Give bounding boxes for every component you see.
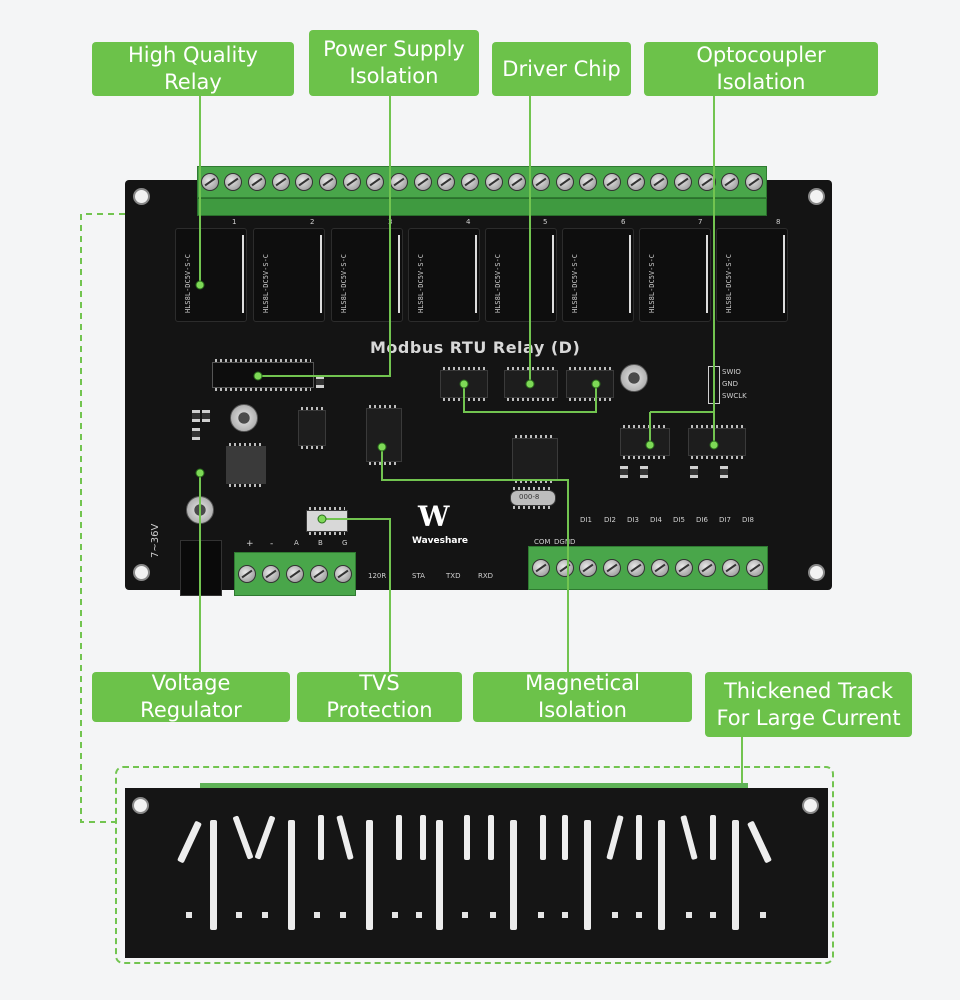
power-terminal-label: G — [342, 539, 348, 547]
mount-hole — [802, 797, 819, 814]
input-label: DI7 — [719, 516, 731, 524]
mcu-chip — [512, 435, 558, 483]
relay: HLS8L-DC5V-S-C — [485, 228, 557, 322]
relay-number: 1 — [232, 218, 237, 226]
resistor — [720, 466, 728, 478]
resistor — [192, 410, 200, 422]
resistor — [316, 376, 324, 388]
resistor — [690, 466, 698, 478]
waveshare-logo: W — [418, 500, 450, 533]
mount-hole — [808, 564, 825, 581]
input-label: DI3 — [627, 516, 639, 524]
relay: HLS8L-DC5V-S-C — [253, 228, 325, 322]
resistor — [202, 410, 210, 422]
board-title: Modbus RTU Relay (D) — [370, 338, 581, 357]
callout-optocoupler-isolation: Optocoupler Isolation — [644, 42, 878, 96]
input-label: DI5 — [673, 516, 685, 524]
magnetic-isolation-chip — [366, 405, 402, 465]
callout-thickened-track: Thickened Track For Large Current — [705, 672, 912, 737]
bottom-terminal-edge — [200, 783, 748, 789]
input-label: DI1 — [580, 516, 592, 524]
callout-driver-chip: Driver Chip — [492, 42, 631, 96]
bottom-view-frame — [115, 766, 834, 964]
terminal-base — [197, 198, 767, 216]
callout-power-supply-isolation: Power Supply Isolation — [309, 30, 479, 96]
mount-hole — [133, 188, 150, 205]
callout-high-quality-relay: High Quality Relay — [92, 42, 294, 96]
transistor — [298, 407, 326, 449]
led-label: STA — [412, 572, 425, 580]
input-label: DI4 — [650, 516, 662, 524]
driver-chip — [566, 367, 614, 401]
mount-hole — [132, 797, 149, 814]
power-terminal-label: A — [294, 539, 299, 547]
swd-label: SWIO — [722, 368, 741, 376]
power-terminal-label: - — [270, 539, 274, 549]
mount-hole — [133, 564, 150, 581]
optocoupler-chip — [620, 425, 670, 459]
relay: HLS8L-DC5V-S-C — [716, 228, 788, 322]
crystal-label: 000-8 — [519, 493, 540, 501]
relay: HLS8L-DC5V-S-C — [639, 228, 711, 322]
resistor — [192, 428, 200, 440]
input-label: DGND — [554, 538, 576, 546]
relay-number: 8 — [776, 218, 781, 226]
tvs-chip — [306, 507, 348, 535]
resistor-label: 120R — [368, 572, 387, 580]
input-label: DI8 — [742, 516, 754, 524]
power-terminal-label: B — [318, 539, 323, 547]
regulator-inductor — [226, 443, 266, 487]
swd-label: GND — [722, 380, 739, 388]
input-label: DI6 — [696, 516, 708, 524]
relay-number: 6 — [621, 218, 626, 226]
relay-number: 5 — [543, 218, 548, 226]
callout-tvs-protection: TVS Protection — [297, 671, 462, 722]
relay-number: 4 — [466, 218, 471, 226]
input-label: COM — [534, 538, 551, 546]
led-label: RXD — [478, 572, 494, 580]
brand-label: Waveshare — [412, 536, 469, 546]
callout-voltage-regulator: Voltage Regulator — [92, 671, 290, 722]
resistor — [620, 466, 628, 478]
capacitor — [230, 404, 258, 432]
relay-output-terminals — [197, 166, 767, 198]
relay-number: 2 — [310, 218, 315, 226]
relay-number: 7 — [698, 218, 703, 226]
relay: HLS8L-DC5V-S-C — [175, 228, 247, 322]
capacitor — [620, 364, 648, 392]
power-rs485-terminals — [234, 552, 356, 596]
power-terminal-label: + — [246, 539, 254, 549]
resistor — [640, 466, 648, 478]
crystal — [510, 487, 556, 509]
input-label: DI2 — [604, 516, 616, 524]
led-label: TXD — [446, 572, 461, 580]
callout-magnetical-isolation: Magnetical Isolation — [473, 671, 692, 722]
board-underside — [125, 788, 828, 958]
relay: HLS8L-DC5V-S-C — [562, 228, 634, 322]
swd-label: SWCLK — [722, 392, 747, 400]
mount-hole — [808, 188, 825, 205]
relay: HLS8L-DC5V-S-C — [408, 228, 480, 322]
